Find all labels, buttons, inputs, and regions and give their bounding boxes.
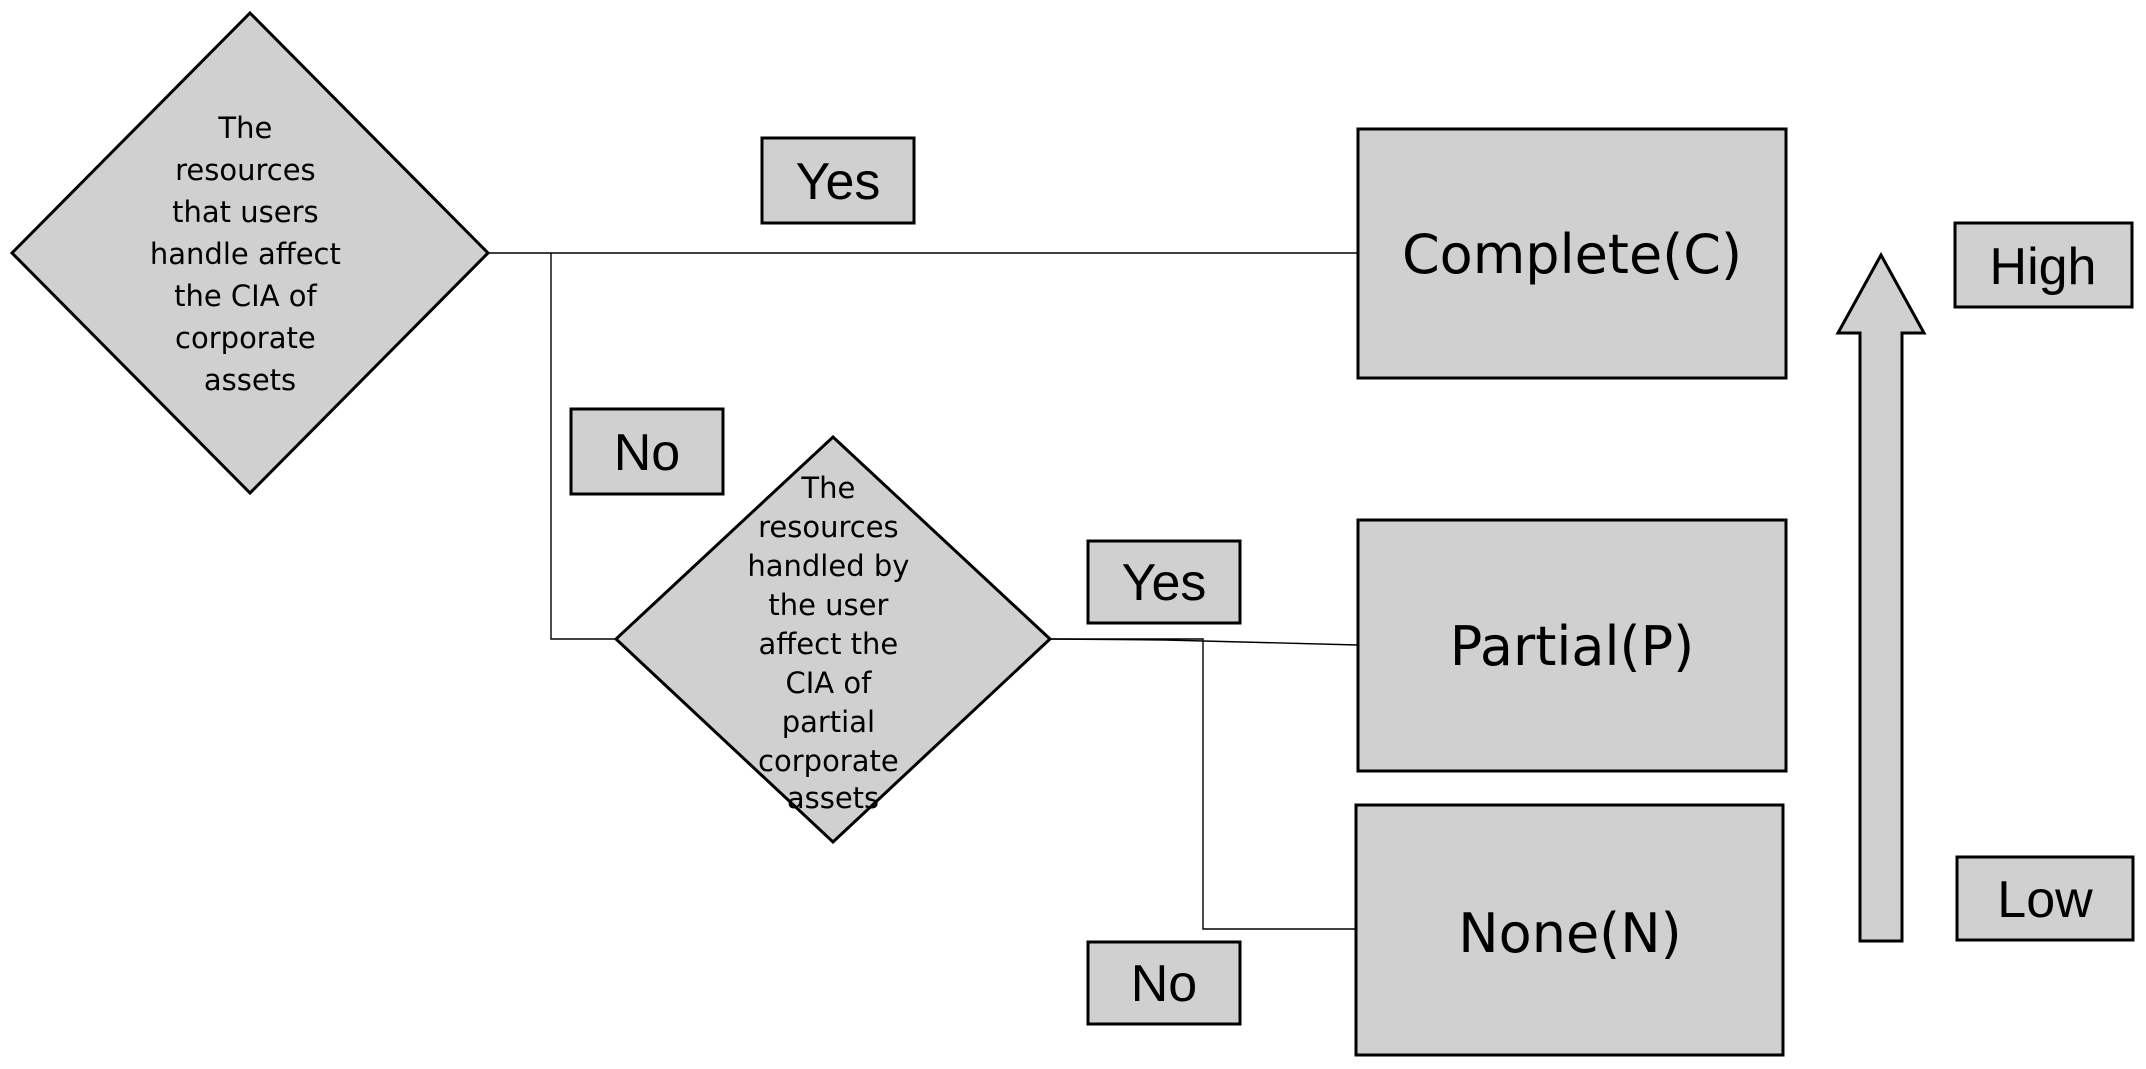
decision-2-line: The <box>800 471 855 505</box>
scale-high-box <box>1953 221 2134 309</box>
outcome-partial: Partial(P) <box>1356 518 1788 773</box>
severity-scale: High Low <box>1835 221 2135 943</box>
decision-1-line: assets <box>204 363 296 397</box>
connector-decision2-to-partial <box>1049 638 1359 646</box>
decision-2-line: affect the <box>759 627 899 661</box>
edge-label-yes-1: Yes <box>760 136 916 225</box>
scale-high-label: High <box>1990 238 2097 296</box>
edge-label-text: No <box>614 424 680 482</box>
connector-decision2-to-none <box>1050 638 1356 930</box>
outcome-none: None(N) <box>1354 803 1785 1057</box>
edge-label-no-1: No <box>569 407 725 496</box>
decision-2-line: resources <box>758 510 899 544</box>
edge-label-yes-2: Yes <box>1086 539 1242 625</box>
connector-decision1-to-decision2 <box>550 253 616 640</box>
edge-label-no-2: No <box>1086 940 1242 1026</box>
decision-1-shape <box>9 10 491 496</box>
connectors <box>488 252 1359 930</box>
decision-1-line: corporate <box>175 321 316 355</box>
decision-2-line: assets <box>787 781 879 815</box>
decision-2-line: the user <box>768 588 888 622</box>
decision-1-line: resources <box>175 153 316 187</box>
outcome-box <box>1354 803 1785 1057</box>
decision-1-line: that users <box>172 195 318 229</box>
decision-2-text: The resources handled by the user affect… <box>747 471 918 815</box>
decision-2-line: corporate <box>758 744 899 778</box>
outcome-complete: Complete(C) <box>1356 127 1788 380</box>
decision-diamond-2: The resources handled by the user affect… <box>613 434 1053 845</box>
decision-2-line: handled by <box>747 549 909 583</box>
decision-1-line: handle affect <box>150 237 341 271</box>
scale-low-label: Low <box>1997 871 2093 929</box>
outcome-label: None(N) <box>1458 902 1681 965</box>
decision-1-text: The resources that users handle affect t… <box>150 111 350 397</box>
outcome-label: Partial(P) <box>1450 615 1694 678</box>
edge-label-text: Yes <box>1122 554 1207 612</box>
outcome-label: Complete(C) <box>1402 223 1742 286</box>
decision-2-shape <box>613 434 1053 845</box>
decision-1-line: the CIA of <box>174 279 317 313</box>
outcome-box <box>1356 518 1788 773</box>
decision-1-line: The <box>217 111 272 145</box>
decision-2-line: partial <box>782 705 875 739</box>
up-arrow-icon <box>1835 251 1927 943</box>
edge-label-box <box>569 407 725 496</box>
decision-diamond-1: The resources that users handle affect t… <box>9 10 491 496</box>
edge-label-box <box>760 136 916 225</box>
edge-label-text: No <box>1131 955 1197 1013</box>
decision-2-line: CIA of <box>785 666 872 700</box>
edge-label-text: Yes <box>796 153 881 211</box>
outcome-box <box>1356 127 1788 380</box>
edge-label-box <box>1086 940 1242 1026</box>
scale-low-box <box>1955 855 2135 942</box>
edge-label-box <box>1086 539 1242 625</box>
